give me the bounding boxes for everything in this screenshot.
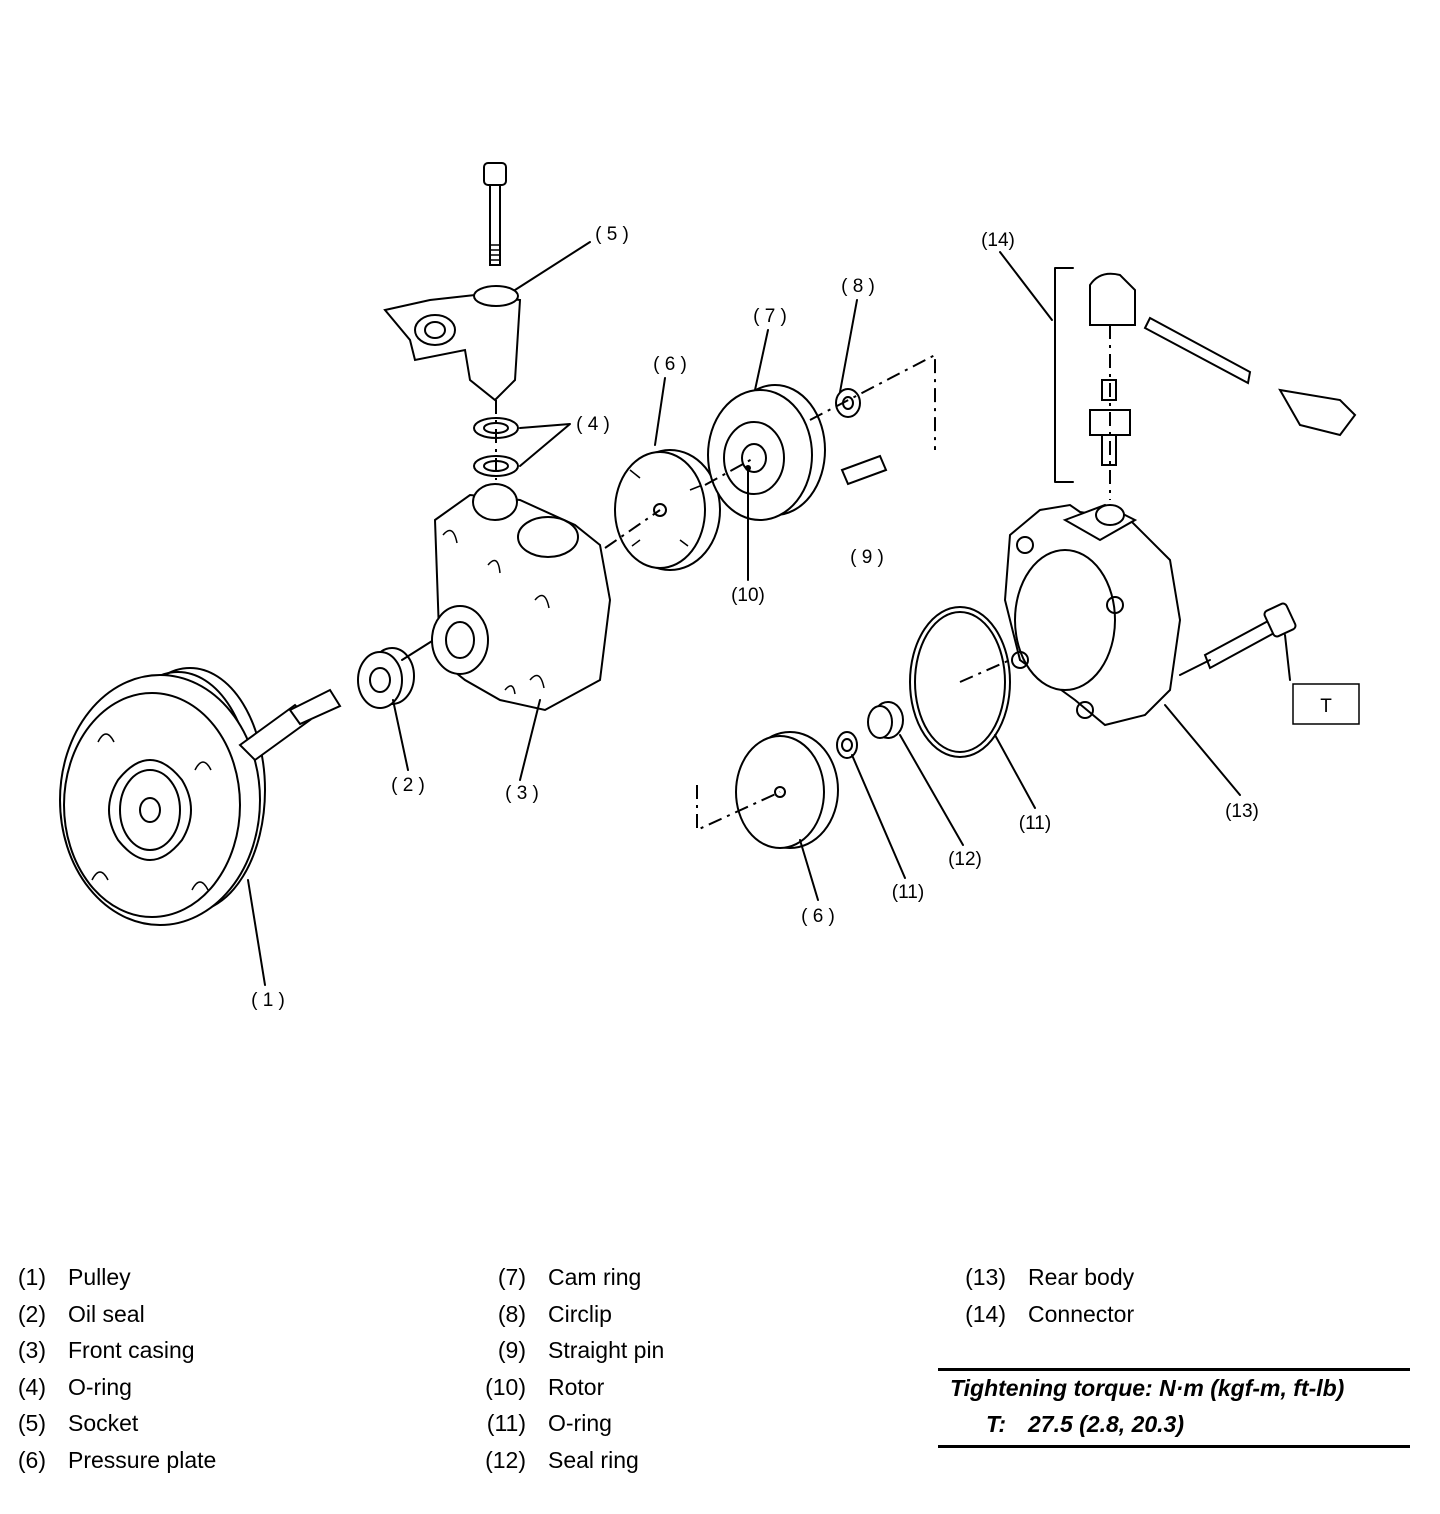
legend-number: (13): [965, 1264, 1006, 1290]
connector-part: [1089, 272, 1357, 466]
callout-12: (12): [948, 849, 982, 870]
legend-column-2: (7) Cam ring (8) Circlip (9) Straight pin (…: [485, 1259, 665, 1479]
legend-item: (13) Rear body: [965, 1259, 1135, 1296]
legend-part-name: O-ring: [68, 1373, 132, 1400]
legend-number: (2): [17, 1300, 46, 1327]
legend-part-name: Connector: [1028, 1300, 1135, 1327]
straight-pin-part: [840, 454, 888, 486]
callout-11-large: (11): [1019, 813, 1051, 834]
torque-marker-box: [1292, 683, 1360, 725]
legend-item: (6) Pressure plate: [18, 1442, 217, 1479]
legend-number: (3): [17, 1337, 46, 1363]
callout-14: (14): [981, 230, 1015, 251]
callout-1: ( 1 ): [251, 990, 285, 1011]
legend-column-1: (1) Pulley (2) Oil seal (3) Front casing (4…: [18, 1259, 217, 1479]
legend-part-name: Front casing: [68, 1337, 195, 1363]
legend-item: (10) Rotor: [485, 1369, 664, 1406]
callout-8: ( 8 ): [841, 276, 875, 297]
o-ring-4-part: [473, 417, 571, 477]
legend-number: (11): [486, 1410, 526, 1436]
callout-9: ( 9 ): [850, 547, 884, 568]
legend-number: (10): [485, 1373, 526, 1400]
legend-part-name: Pulley: [68, 1264, 131, 1290]
legend-number: (14): [965, 1300, 1006, 1327]
torque-spec-box: Tightening torque: N·m (kgf-m, ft-lb) T:…: [938, 1368, 1410, 1448]
legend-item: (5) Socket: [18, 1405, 216, 1442]
callout-13: (13): [1225, 801, 1259, 822]
legend-item: (3) Front casing: [18, 1332, 216, 1369]
legend-part-name: Rear body: [1028, 1264, 1135, 1290]
rotor-part: [723, 421, 785, 495]
callout-6-lower: ( 6 ): [801, 906, 835, 927]
callout-6-upper: ( 6 ): [653, 354, 687, 375]
callout-11-small: (11): [892, 882, 924, 903]
circlip-part: [835, 388, 861, 418]
seal-ring-part: [867, 701, 904, 739]
legend-part-name: Seal ring: [548, 1446, 639, 1473]
callout-5: ( 5 ): [595, 224, 629, 245]
oil-seal-part: [357, 635, 441, 709]
legend-part-name: Straight pin: [548, 1337, 665, 1363]
o-ring-small-part: [836, 731, 858, 759]
legend-part-name: Circlip: [548, 1300, 612, 1327]
legend-number: (12): [485, 1446, 526, 1473]
legend-part-name: Cam ring: [548, 1264, 642, 1290]
legend-number: (4): [17, 1373, 46, 1400]
pressure-plate-upper-part: [614, 449, 721, 571]
leader-lines: [247, 251, 1291, 986]
torque-marker-label: T: [1320, 696, 1332, 717]
callout-3: ( 3 ): [505, 783, 539, 804]
legend-item: (12) Seal ring: [485, 1442, 664, 1479]
callout-7: ( 7 ): [753, 306, 787, 327]
legend-number: (5): [17, 1410, 46, 1436]
legend-item: (14) Connector: [965, 1296, 1135, 1333]
legend-item: (7) Cam ring: [498, 1259, 664, 1296]
legend-item: (9) Straight pin: [498, 1332, 665, 1369]
torque-label: T:: [986, 1411, 1007, 1437]
legend-number: (7): [497, 1264, 526, 1290]
legend-item: (4) O-ring: [18, 1369, 216, 1406]
socket-part: [383, 162, 591, 402]
callout-10: (10): [731, 585, 765, 606]
legend-item: (1) Pulley: [18, 1259, 216, 1296]
legend-number: (9): [497, 1337, 526, 1363]
legend-item: (2) Oil seal: [18, 1296, 216, 1333]
legend-part-name: Rotor: [548, 1373, 605, 1400]
legend-item: (8) Circlip: [498, 1296, 664, 1333]
legend-column-3: (13) Rear body (14) Connector: [965, 1259, 1135, 1333]
front-casing-part: [431, 483, 612, 712]
pressure-plate-lower-part: [735, 731, 839, 849]
torque-value: 27.5 (2.8, 20.3): [1028, 1411, 1184, 1437]
torque-title: Tightening torque: N·m (kgf-m, ft-lb): [950, 1375, 1345, 1401]
exploded-diagram: ( 1 ) ( 2 ) ( 3 ) ( 4 ) ( 5 ) ( 6 ) ( 6 …: [59, 162, 1360, 1011]
legend-part-name: Socket: [68, 1410, 139, 1436]
legend-number: (8): [497, 1300, 526, 1327]
rear-body-part: [1003, 503, 1182, 727]
legend-number: (6): [17, 1446, 46, 1473]
torque-bolt-part: [1203, 602, 1297, 670]
callout-2: ( 2 ): [391, 775, 425, 796]
legend-item: (11) O-ring: [487, 1405, 664, 1442]
callout-4: ( 4 ): [576, 414, 610, 435]
o-ring-large-part: [909, 606, 1011, 758]
legend-part-name: Pressure plate: [68, 1446, 217, 1473]
legend-part-name: Oil seal: [68, 1300, 145, 1327]
legend-part-name: O-ring: [548, 1410, 612, 1436]
pulley-part: [59, 667, 342, 926]
legend-number: (1): [17, 1264, 46, 1290]
